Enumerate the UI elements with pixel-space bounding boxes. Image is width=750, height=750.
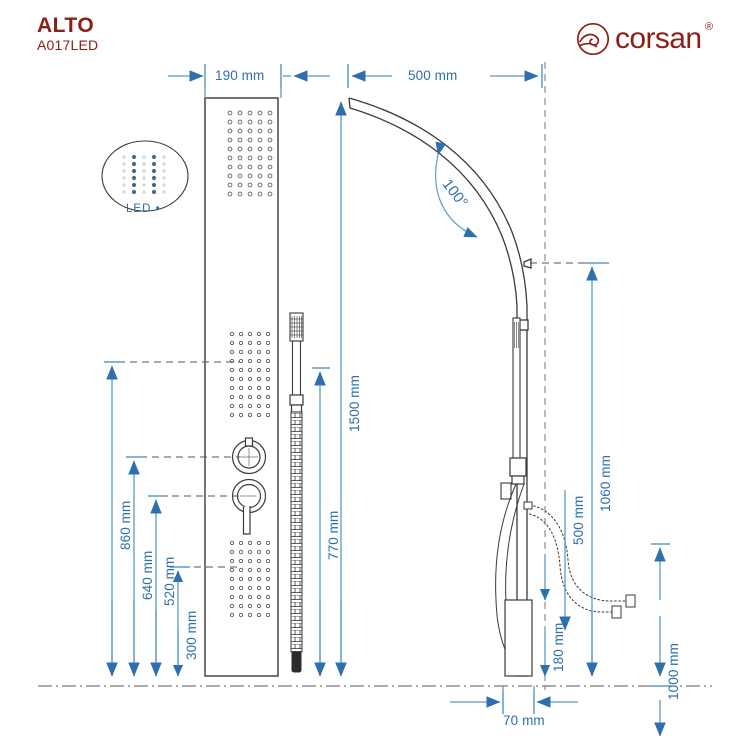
dim-label-arm-reach: 500 mm [408, 68, 458, 83]
registered-mark: ® [704, 21, 713, 33]
brand-name: corsan® [615, 22, 713, 55]
led-callout-text: LED [126, 203, 152, 215]
shower-panel-front-view [204, 97, 279, 677]
lower-body-jets [229, 540, 271, 618]
dim-label-hose-drop: 180 mm [551, 622, 566, 672]
handheld-shower [289, 312, 304, 673]
upper-body-jets [229, 331, 271, 418]
brand-wordmark: corsan [615, 22, 702, 55]
rain-head-jets [227, 110, 273, 197]
wave-circle-icon [576, 22, 610, 56]
led-detail-callout [101, 140, 189, 212]
dim-label-height-to-arm-joint: 1060 mm [598, 455, 613, 512]
dim-label-panel-total-height: 1500 mm [347, 375, 362, 432]
led-dot-matrix [122, 154, 166, 195]
left-dimension-lines [104, 361, 190, 677]
product-code: A017LED [37, 37, 99, 53]
dim-label-height-to-mixer: 640 mm [140, 550, 155, 600]
dim-label-hose-length: 500 mm [571, 495, 586, 545]
top-dimension-lines [168, 64, 543, 98]
led-callout-marker: • [155, 203, 161, 215]
dim-label-panel-width: 190 mm [215, 68, 265, 83]
center-dimension-lines [312, 101, 347, 677]
arm-angle-arc [435, 141, 478, 238]
dim-label-handset-height: 770 mm [326, 510, 341, 560]
outlet-box [504, 599, 533, 677]
mixer-handle [231, 478, 267, 535]
right-dimension-lines [539, 262, 670, 687]
dim-label-panel-depth: 70 mm [503, 713, 545, 728]
brand-logo: corsan® [576, 22, 713, 56]
dim-label-height-to-lower-jets-bottom: 300 mm [184, 610, 199, 660]
dim-label-height-to-diverter: 860 mm [118, 500, 133, 550]
led-callout-label: LED • [126, 203, 161, 215]
dim-label-height-to-outlet: 1000 mm [666, 643, 681, 700]
dim-label-height-to-lower-jets-top: 520 mm [162, 556, 177, 606]
bottom-dimension-lines [450, 686, 666, 737]
reference-lines [38, 62, 712, 690]
page-title: ALTO [37, 14, 95, 37]
